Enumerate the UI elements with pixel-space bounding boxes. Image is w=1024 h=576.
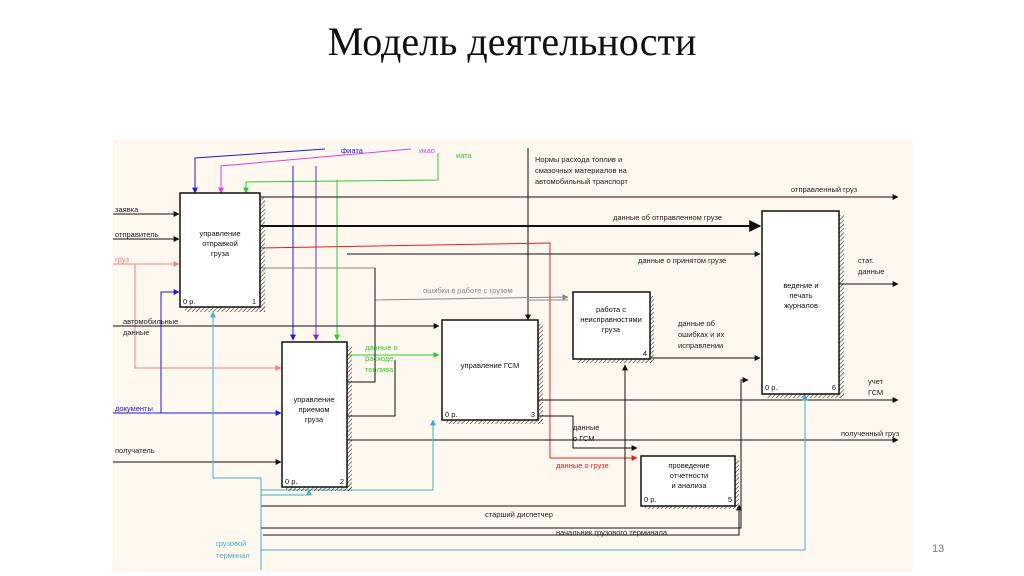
block-6-line-3: журналов <box>784 301 818 310</box>
block-2-line-1: управление <box>293 395 334 404</box>
block-4: работа с неисправностями груза 4 <box>572 291 651 360</box>
label-gsm-data-2: о ГСМ <box>573 434 595 443</box>
label-vehicle-data-2: данные <box>123 328 149 337</box>
label-fiata: фиата <box>341 146 364 155</box>
arrow-terminal-b1 <box>210 311 262 495</box>
arrow-cargo-data <box>259 242 638 461</box>
block-6-line-2: печать <box>789 291 812 300</box>
block-5-line-2: отчетности <box>670 471 708 480</box>
label-cargo-terminal-2: терминал <box>216 551 250 560</box>
block-shadows <box>185 197 844 509</box>
label-fuel-accounting-1: учет <box>868 377 884 386</box>
arrow-terminal-chief-b5 <box>263 504 742 536</box>
arrow-terminal-chief <box>261 377 749 529</box>
block-3-cost: 0 р. <box>445 410 458 419</box>
slide-number: 13 <box>932 543 945 555</box>
label-error-data-2: ошибках и их <box>678 330 725 339</box>
diagram-canvas: управление отправкой груза 0 р. 1 управл… <box>113 140 913 572</box>
arrow-cargo-b2 <box>134 264 282 371</box>
label-stat-data-2: данные <box>858 267 884 276</box>
block-5: проведение отчетности и анализа 0 р. 5 <box>640 455 736 507</box>
block-3-line-1: управление ГСМ <box>461 361 519 370</box>
label-documents: документы <box>115 404 153 413</box>
label-error-data-3: исправлении <box>678 341 723 350</box>
label-norms-1: Нормы расхода топлив и <box>535 155 622 164</box>
arrow-documents-b1 <box>160 289 180 413</box>
idef0-diagram: управление отправкой груза 0 р. 1 управл… <box>113 140 913 572</box>
label-terminal-chief: начальник грузового терминала <box>556 528 668 537</box>
arrows <box>113 148 899 570</box>
label-norms-2: смазочных материалов на <box>535 166 628 175</box>
arrow-iata-b1 <box>243 153 439 194</box>
label-cargo: груз <box>115 255 130 264</box>
label-sent-cargo-data: данные об отправленном грузе <box>613 213 722 222</box>
label-norms-3: автомобильный транспорт <box>535 177 628 186</box>
label-fuel-data-1: данные о <box>365 343 398 352</box>
block-6-number: 6 <box>832 383 836 392</box>
label-senior-dispatcher: старший диспетчер <box>485 510 553 519</box>
arrow-terminal-b2 <box>260 489 312 570</box>
block-6-line-1: ведение и <box>783 281 818 290</box>
label-stat-data-1: стат. <box>858 256 874 265</box>
block-6-cost: 0 р. <box>765 383 778 392</box>
block-2-line-3: груза <box>305 415 324 424</box>
label-request: заявка <box>115 205 139 214</box>
block-1-line-1: управление <box>199 229 240 238</box>
block-1-number: 1 <box>252 297 256 306</box>
block-2-number: 2 <box>340 477 344 486</box>
label-sent-cargo: отправленный груз <box>791 185 858 194</box>
block-4-line-3: груза <box>602 325 621 334</box>
block-6: ведение и печать журналов 0 р. 6 <box>761 210 840 395</box>
label-sender: отправитель <box>115 230 159 239</box>
block-5-cost: 0 р. <box>644 495 657 504</box>
label-cargo-data: данные о грузе <box>556 461 609 470</box>
label-fuel-accounting-2: ГСМ <box>868 388 883 397</box>
arrow-fiata-b1 <box>192 148 326 194</box>
label-fuel-data-3: топлива <box>365 365 394 374</box>
block-4-line-1: работа с <box>596 305 626 314</box>
block-3-number: 3 <box>531 410 535 419</box>
block-2-line-2: приемом <box>298 405 329 414</box>
label-cargo-terminal-1: грузовой <box>216 539 246 548</box>
label-recipient: получатель <box>115 446 155 455</box>
arrow-b2-feedback <box>347 268 376 383</box>
label-cargo-errors: ошибки в работе с грузом <box>423 286 513 295</box>
block-5-number: 5 <box>728 495 732 504</box>
block-2: управление приемом груза 0 р. 2 <box>281 341 348 488</box>
block-1-line-2: отправкой <box>202 239 238 248</box>
label-iata: иата <box>456 151 473 160</box>
label-gsm-data-1: данные <box>573 423 599 432</box>
block-3: управление ГСМ 0 р. 3 <box>441 319 539 421</box>
arrow-gsm-data <box>538 415 638 451</box>
block-1-cost: 0 р. <box>183 297 196 306</box>
block-5-line-3: и анализа <box>672 481 708 490</box>
label-fuel-data-2: расходе <box>365 354 393 363</box>
block-1: управление отправкой груза 0 р. 1 <box>179 192 261 308</box>
label-received-cargo-data: данные о принятом грузе <box>638 256 726 265</box>
label-vehicle-data-1: автомобильные <box>123 317 178 326</box>
block-4-number: 4 <box>643 349 647 358</box>
label-error-data-1: данные об <box>678 319 715 328</box>
block-2-cost: 0 р. <box>285 477 298 486</box>
block-5-line-1: проведение <box>668 461 709 470</box>
label-received-cargo: полученный груз <box>841 429 900 438</box>
block-4-line-2: неисправностями <box>580 315 642 324</box>
arrow-labels: фиата икао иата Нормы расхода топлив и с… <box>115 146 900 560</box>
arrow-ikao-b1 <box>218 148 412 194</box>
arrow-b2-b3 <box>347 360 396 417</box>
slide-title: Модель деятельности <box>327 19 697 64</box>
block-1-line-3: груза <box>211 249 230 258</box>
label-ikao: икао <box>419 146 435 155</box>
arrow-terminal-b6 <box>261 394 808 551</box>
